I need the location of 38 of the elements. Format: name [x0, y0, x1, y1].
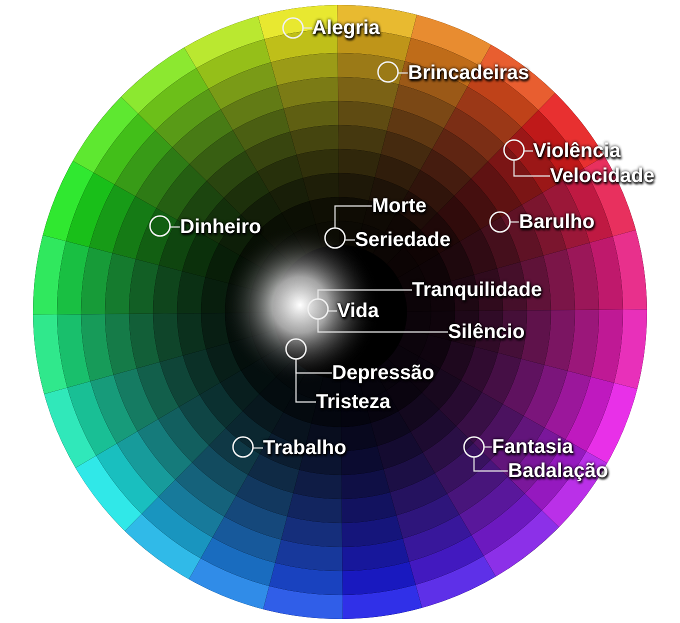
leader-line — [524, 150, 533, 152]
leader-line — [510, 221, 519, 223]
keyword-label: Silêncio — [448, 321, 525, 343]
leader-line — [328, 310, 337, 312]
keyword-label: Trabalho — [263, 437, 346, 459]
keyword-label: Tristeza — [316, 391, 390, 413]
leader-line — [317, 319, 448, 333]
marker-circle — [307, 298, 329, 320]
marker-circle — [489, 211, 511, 233]
marker-circle — [324, 227, 346, 249]
marker-circle — [149, 215, 171, 237]
keyword-label: Tranquilidade — [412, 279, 542, 301]
marker-circle — [503, 139, 525, 161]
keyword-label: Barulho — [519, 211, 595, 233]
leader-line — [253, 447, 263, 449]
leader-line — [170, 226, 180, 228]
keyword-label: Brincadeiras — [408, 62, 530, 84]
keyword-label: Alegria — [312, 17, 380, 39]
leader-line — [513, 160, 550, 177]
marker-circle — [463, 436, 485, 458]
leader-line — [334, 205, 372, 228]
marker-circle — [232, 436, 254, 458]
marker-circle — [285, 338, 307, 360]
keyword-label: Seriedade — [355, 229, 451, 251]
keyword-label: Depressão — [332, 362, 434, 384]
leader-line — [303, 27, 312, 29]
keyword-label: Morte — [372, 195, 426, 217]
leader-line — [317, 289, 412, 299]
leader-line — [484, 446, 492, 448]
keyword-label: Vida — [337, 300, 379, 322]
leader-line — [295, 359, 316, 403]
leader-line — [345, 239, 355, 241]
marker-circle — [377, 61, 399, 83]
keyword-label: Dinheiro — [180, 216, 262, 238]
leader-line — [473, 457, 508, 472]
marker-circle — [282, 17, 304, 39]
keyword-label: Fantasia — [492, 436, 574, 458]
leader-line — [398, 72, 408, 74]
